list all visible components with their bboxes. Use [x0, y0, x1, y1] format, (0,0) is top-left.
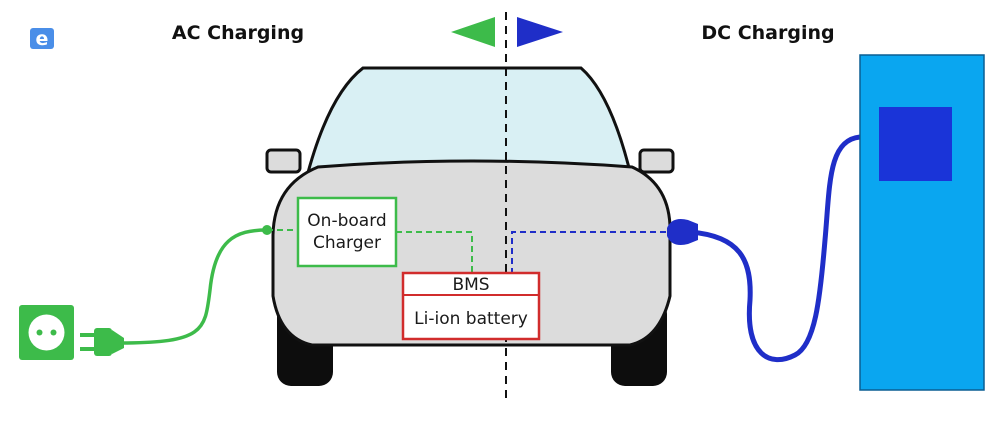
charging-station-screen	[879, 107, 952, 181]
bms-label: BMS	[452, 275, 489, 295]
ac-charging-heading: AC Charging	[172, 22, 304, 44]
ac-plug-icon	[80, 328, 124, 356]
battery-label: Li-ion battery	[414, 309, 528, 329]
dc-charging-heading: DC Charging	[701, 22, 834, 44]
ac-cable	[119, 228, 268, 345]
triangle-left-icon	[451, 17, 495, 47]
onboard-charger-box	[296, 196, 398, 268]
onboard-charger-label-line2: Charger	[313, 233, 381, 253]
ac-inlet-dot	[262, 225, 272, 235]
triangle-right-icon	[517, 17, 563, 47]
ac-wire-to-bms	[396, 231, 473, 274]
dc-connector-icon	[667, 219, 698, 245]
dc-charging-station	[859, 54, 985, 391]
dc-cable	[689, 134, 861, 363]
left-mirror	[265, 148, 302, 174]
dc-wire-to-bms	[511, 231, 670, 274]
right-mirror	[638, 148, 675, 174]
battery-pack-box	[401, 271, 541, 341]
onboard-charger-label-line1: On-board	[307, 211, 386, 231]
logo-text: e	[36, 28, 49, 50]
e-logo-icon: e	[30, 28, 54, 50]
power-socket-icon	[19, 305, 74, 360]
